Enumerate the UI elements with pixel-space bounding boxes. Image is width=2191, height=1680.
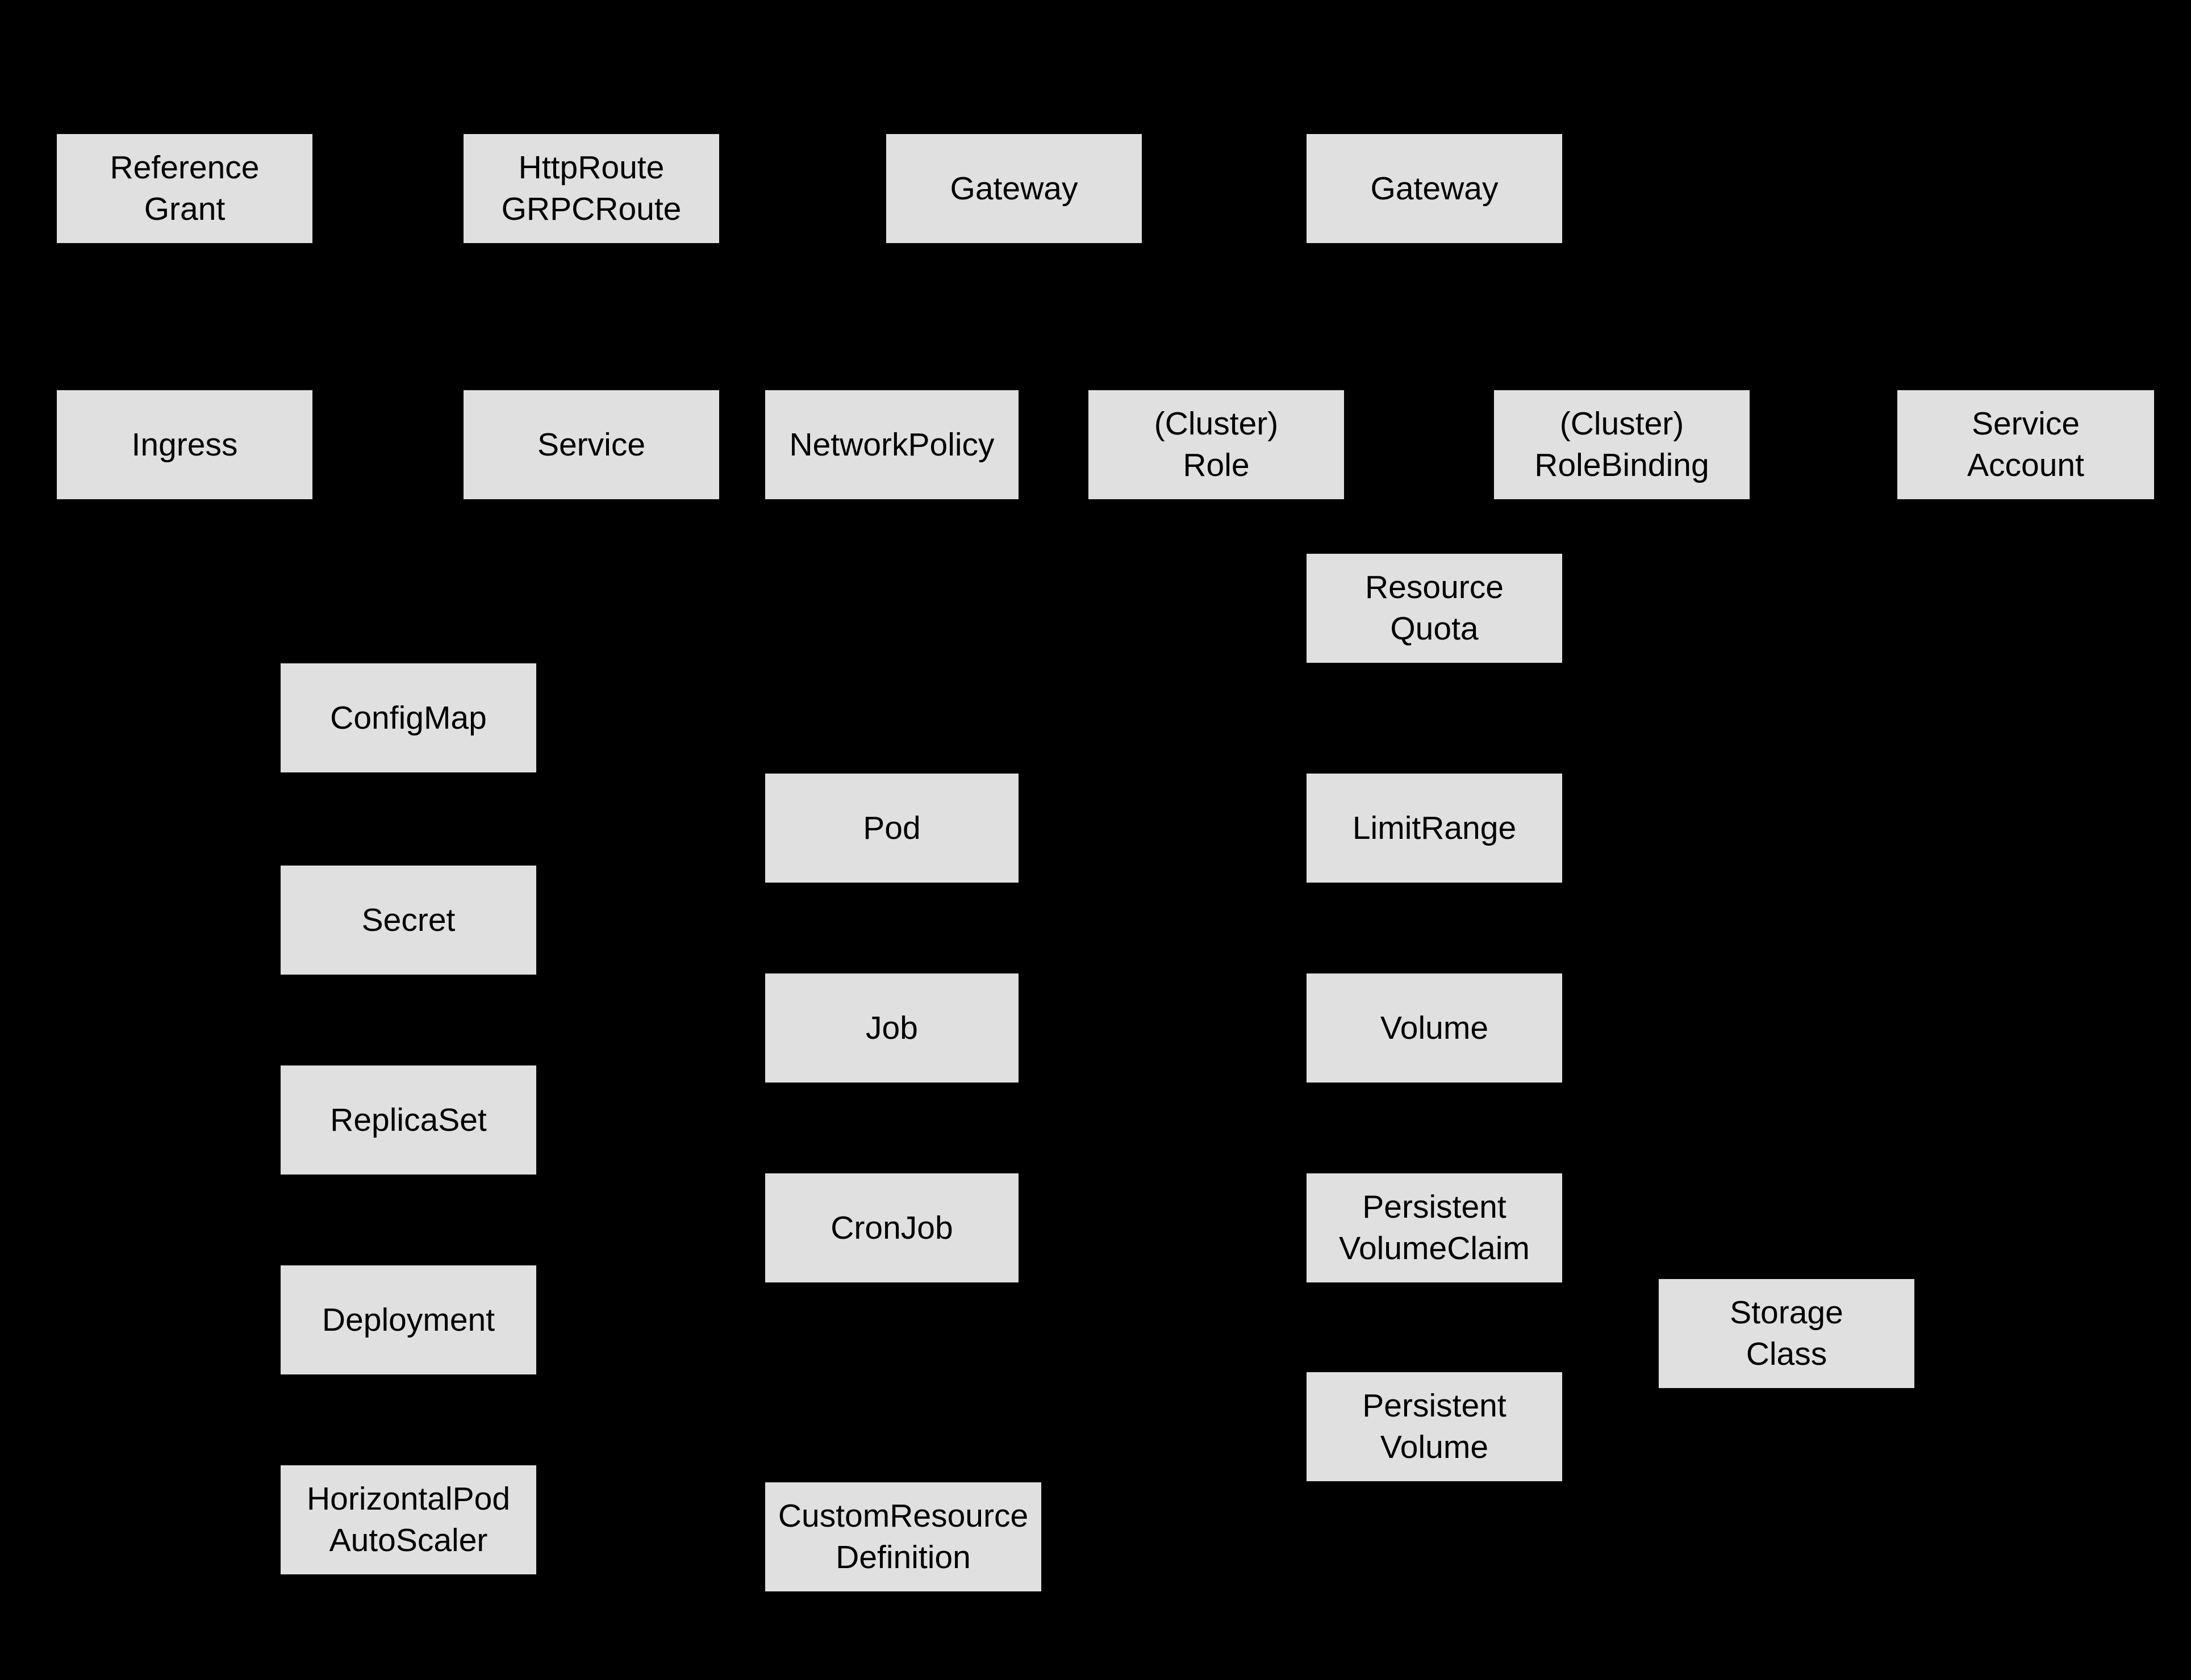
node-httproute-grpcroute: HttpRoute GRPCRoute [464,134,719,243]
node-label: CronJob [831,1209,953,1246]
node-service-account: Service Account [1897,390,2154,499]
node-secret: Secret [281,866,536,975]
node-label: Job [866,1009,918,1046]
node-configmap: ConfigMap [281,663,536,772]
node-persistent-volume: Persistent Volume [1307,1372,1562,1481]
node-label: Volume [1380,1009,1489,1046]
node-label: Gateway [950,170,1078,207]
node-label: (Cluster) RoleBinding [1534,406,1709,483]
node-label: ReplicaSet [330,1101,487,1138]
node-label: Gateway [1370,170,1499,207]
node-storage-class: Storage Class [1659,1279,1914,1388]
node-gateway-1: Gateway [886,134,1142,243]
node-label: Persistent Volume [1362,1388,1506,1465]
node-label: Ingress [131,426,238,463]
node-gateway-2: Gateway [1307,134,1562,243]
node-cronjob: CronJob [765,1173,1019,1282]
node-job: Job [765,973,1019,1083]
node-label: (Cluster) Role [1154,406,1279,483]
node-label: Persistent VolumeClaim [1339,1189,1530,1267]
node-cluster-rolebinding: (Cluster) RoleBinding [1494,390,1750,499]
node-limitrange: LimitRange [1307,774,1562,883]
node-persistent-volumeclaim: Persistent VolumeClaim [1307,1173,1562,1282]
node-label: Service [537,426,646,463]
node-replicaset: ReplicaSet [281,1065,536,1175]
node-label: LimitRange [1352,809,1517,846]
node-deployment: Deployment [281,1265,536,1374]
node-customresource-definition: CustomResource Definition [765,1482,1041,1591]
node-label: HorizontalPod AutoScaler [306,1481,511,1558]
node-label: Service Account [1967,406,2084,483]
node-horizontalpod-autoscaler: HorizontalPod AutoScaler [281,1465,536,1574]
node-label: Resource Quota [1365,569,1504,647]
node-label: HttpRoute GRPCRoute [501,149,682,227]
node-label: Deployment [322,1301,495,1338]
node-volume: Volume [1307,973,1562,1083]
node-service: Service [464,390,719,499]
node-label: CustomResource Definition [778,1498,1029,1575]
node-ingress: Ingress [57,390,312,499]
node-cluster-role: (Cluster) Role [1088,390,1344,499]
node-label: Pod [863,809,921,846]
node-label: ConfigMap [330,699,487,736]
node-pod: Pod [765,774,1019,883]
node-label: Storage Class [1730,1294,1843,1372]
node-networkpolicy: NetworkPolicy [765,390,1019,499]
node-resource-quota: Resource Quota [1307,554,1562,663]
node-label: NetworkPolicy [789,426,995,463]
node-label: Secret [361,901,456,938]
node-reference-grant: Reference Grant [57,134,312,243]
node-label: Reference Grant [110,149,260,227]
